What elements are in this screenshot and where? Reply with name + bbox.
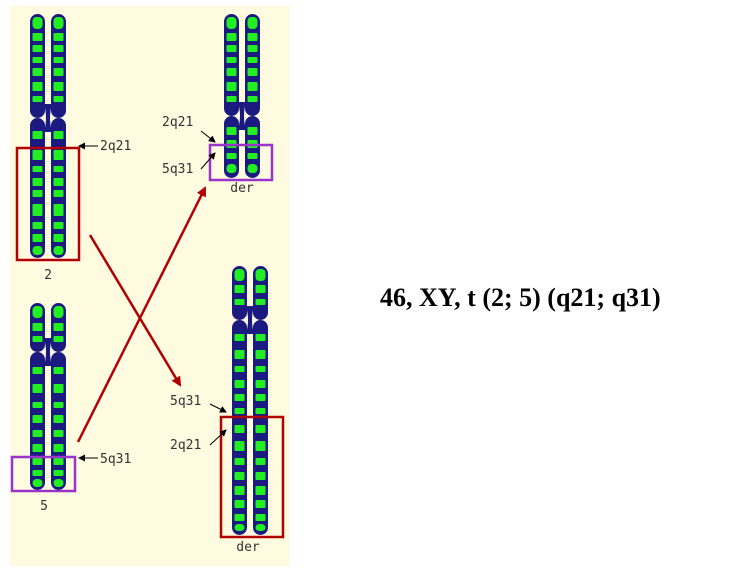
chr2-break-label: 2q21 (100, 139, 131, 154)
der-top-2q21-pointer (200, 130, 216, 143)
der-bottom-caption: der (236, 540, 260, 555)
der-bottom-2q21-label: 2q21 (170, 438, 201, 453)
der-bottom-segment-box (219, 415, 285, 539)
chr5-break-label: 5q31 (100, 452, 131, 467)
chr2-q-arm-box (15, 146, 81, 262)
chr5-distal-box (10, 455, 77, 493)
translocation-arrow-2-to-der (88, 234, 182, 387)
der-top-5q31-pointer (200, 152, 216, 170)
der-bottom-5q31-pointer (209, 403, 227, 413)
der-bottom-2q21-pointer (209, 429, 227, 446)
der-top-distal-box (208, 143, 274, 182)
der-top-5q31-label: 5q31 (162, 162, 193, 177)
der-top-caption: der (230, 181, 254, 196)
chromosome-2 (30, 14, 66, 258)
chr2-caption: 2 (44, 268, 52, 283)
chr5-caption: 5 (40, 499, 48, 514)
derivative-top (224, 14, 260, 178)
der-bottom-5q31-label: 5q31 (170, 394, 201, 409)
translocation-arrow-5-to-der (76, 186, 207, 443)
karyotype-formula: 46, XY, t (2; 5) (q21; q31) (380, 283, 661, 312)
chromosome-5 (30, 303, 66, 490)
derivative-bottom (232, 266, 268, 535)
der-top-2q21-label: 2q21 (162, 115, 193, 130)
